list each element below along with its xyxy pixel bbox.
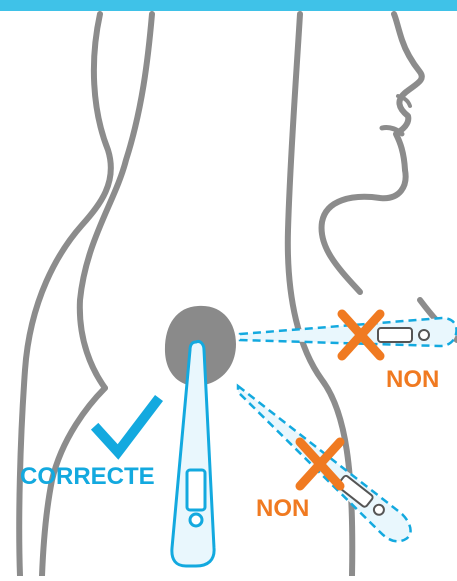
label-wrong-lower: NON <box>256 495 309 522</box>
thermometer-correct-display <box>187 470 205 510</box>
label-correct: CORRECTE <box>20 463 155 490</box>
neck-outline <box>322 170 406 292</box>
thermometer-wrong-upper-button <box>419 330 429 340</box>
arm-back-outline <box>19 14 111 576</box>
body-silhouette <box>19 14 457 576</box>
thermometer-correct-button <box>190 514 202 526</box>
top-accent-bar <box>0 0 457 11</box>
label-wrong-upper: NON <box>386 366 439 393</box>
thermometer-wrong-upper-display <box>378 328 412 342</box>
arm-front-outline <box>80 14 152 388</box>
checkmark-icon <box>98 402 156 452</box>
face-profile-outline <box>394 14 422 170</box>
